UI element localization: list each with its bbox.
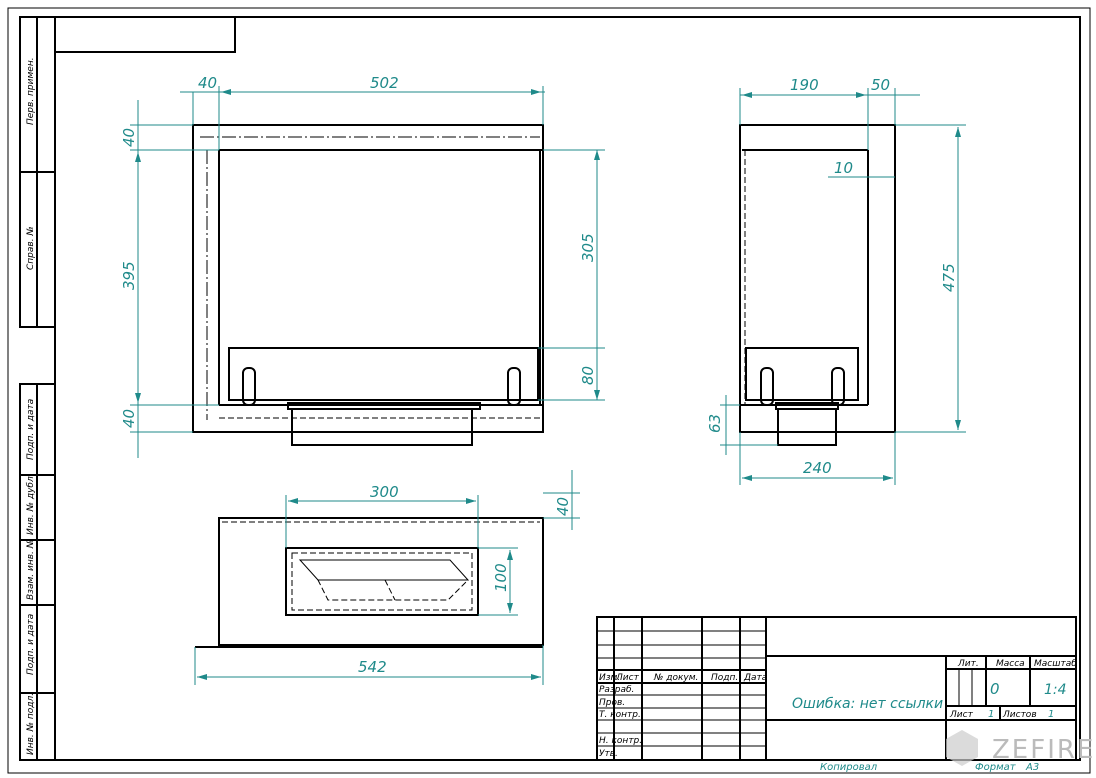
dim-text: 10 [834,159,853,177]
row-tech-control: Т. контр. [599,710,641,720]
dim-text: 63 [706,414,724,433]
dim-text: 100 [492,563,510,592]
dim-text: 240 [803,459,832,477]
header-list: Лист [615,673,640,683]
margin-label: Подп. и дата [26,614,36,675]
scale-label: Масштаб [1034,659,1077,669]
dim-text: 542 [358,658,387,676]
dim-text: 475 [940,263,958,292]
copied-label: Копировал [820,762,878,773]
row-norm-control: Н. контр. [599,736,642,746]
dim-text: 40 [120,128,138,147]
dim-text: 40 [120,409,138,428]
header-sign: Подп. [711,673,738,683]
side-view [739,124,896,446]
dim-text: 502 [370,74,399,92]
lit-label: Лит. [957,659,979,669]
scale-value: 1:4 [1044,682,1067,698]
sheets-value: 1 [1048,709,1054,720]
format-value: A3 [1025,762,1039,773]
mass-value: 0 [990,680,1000,698]
format-label: Формат [975,762,1017,773]
sheets-label: Листов [1002,710,1037,720]
sheet-label: Лист [949,710,974,720]
watermark-icon [946,730,978,766]
sheet-value: 1 [988,709,994,720]
sheet-frame [7,7,1091,774]
watermark-text: ZEFIRE [992,735,1095,765]
front-view [192,124,544,446]
margin-label: Справ. № [26,226,36,270]
drawing-title: Ошибка: нет ссылки [792,696,943,712]
watermark-logo: ZEFIRE [946,730,1095,766]
margin-label: Инв. № подл. [26,693,36,755]
row-approved: Утв. [599,749,618,759]
row-checked: Пров. [599,698,625,708]
dimension-lines [130,86,966,685]
dim-text: 395 [120,261,138,290]
dim-text: 190 [790,76,819,94]
top-view [195,517,544,648]
dimension-values: 40 502 40 395 40 305 80 190 50 10 475 63… [120,74,958,676]
row-developed: Разраб. [599,685,634,695]
margin-label: Перв. примен. [26,57,36,125]
margin-label: Взам. инв. № [26,539,36,600]
dim-text: 40 [554,497,572,516]
header-izm: Изм. [599,673,620,683]
header-doc: № докум. [653,673,698,683]
mass-label: Масса [996,659,1025,669]
dim-text: 305 [579,233,597,262]
dim-text: 300 [370,483,399,501]
dim-text: 80 [579,366,597,385]
title-block: Изм. Лист № докум. Подп. Дата Разраб. Пр… [596,616,1077,773]
margin-label: Инв. № дубл. [26,473,36,535]
dim-text: 40 [198,74,217,92]
dim-text: 50 [871,76,890,94]
margin-labels: Перв. примен. Справ. № Подп. и дата Инв.… [26,57,36,755]
margin-label: Подп. и дата [26,399,36,460]
header-date: Дата [743,673,767,683]
